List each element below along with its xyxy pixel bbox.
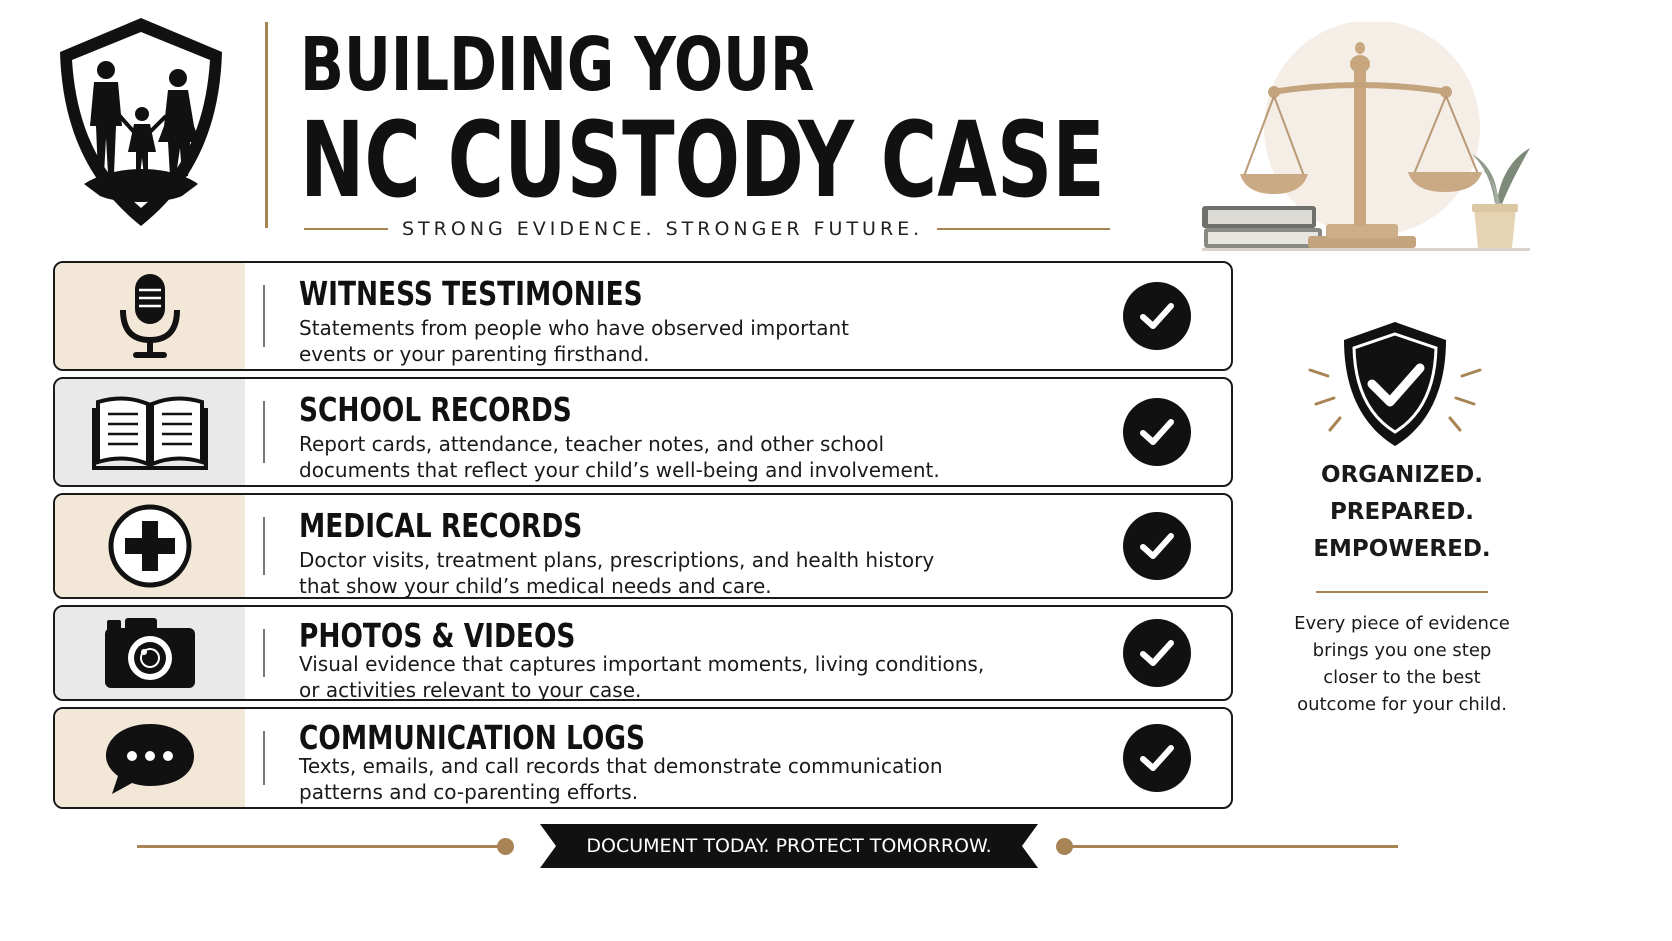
tagline-rule-left <box>304 228 388 230</box>
footer-dot-right <box>1056 838 1073 855</box>
card-separator <box>263 401 265 463</box>
evidence-card-witness-testimonies: WITNESS TESTIMONIES Statements from peop… <box>53 261 1233 371</box>
footer-rule-left <box>137 845 499 848</box>
side-panel-rule <box>1316 591 1488 593</box>
card-separator <box>263 731 265 785</box>
card-title: WITNESS TESTIMONIES <box>299 274 643 313</box>
checkmark-icon <box>1123 282 1191 350</box>
card-separator <box>263 629 265 677</box>
scales-of-justice-icon <box>1202 22 1530 251</box>
card-separator <box>263 285 265 347</box>
card-description: Statements from people who have observed… <box>299 316 850 366</box>
footer-banner-ribbon <box>540 824 1038 868</box>
motto-prepared: PREPARED. <box>1329 499 1475 525</box>
closing-note: Every piece of evidence brings you one s… <box>1294 613 1510 715</box>
microphone-icon <box>120 274 180 358</box>
card-icon-panel <box>55 709 245 807</box>
card-description: Report cards, attendance, teacher notes,… <box>299 432 940 482</box>
checkmark-icon <box>1123 619 1191 687</box>
footer-dot-left <box>497 838 514 855</box>
footer-rule-right <box>1072 845 1398 848</box>
page-title-line-1: BUILDING YOUR <box>300 22 815 108</box>
motto-empowered: EMPOWERED. <box>1313 536 1491 562</box>
card-icon-panel <box>55 495 245 597</box>
tagline-rule-right <box>937 228 1110 230</box>
evidence-card-photos-videos: PHOTOS & VIDEOS Visual evidence that cap… <box>53 605 1233 701</box>
checkmark-icon <box>1123 398 1191 466</box>
card-title: MEDICAL RECORDS <box>299 506 583 545</box>
card-title: COMMUNICATION LOGS <box>299 718 646 757</box>
evidence-card-medical-records: MEDICAL RECORDS Doctor visits, treatment… <box>53 493 1233 599</box>
card-separator <box>263 517 265 575</box>
card-icon-panel <box>55 263 245 369</box>
card-description: Visual evidence that captures important … <box>299 652 985 701</box>
open-book-icon <box>92 396 208 470</box>
card-title: SCHOOL RECORDS <box>299 390 572 429</box>
card-description: Texts, emails, and call records that dem… <box>299 754 943 804</box>
checkmark-icon <box>1123 512 1191 580</box>
card-icon-panel <box>55 379 245 485</box>
card-description: Doctor visits, treatment plans, prescrip… <box>299 548 935 598</box>
page-title-line-2: NC CUSTODY CASE <box>300 99 1105 221</box>
footer-banner-text: DOCUMENT TODAY. PROTECT TOMORROW. <box>586 835 992 857</box>
evidence-card-school-records: SCHOOL RECORDS Report cards, attendance,… <box>53 377 1233 487</box>
header-divider <box>265 22 268 228</box>
tagline: STRONG EVIDENCE. STRONGER FUTURE. <box>402 218 924 240</box>
speech-bubble-icon <box>106 724 194 794</box>
card-icon-panel <box>55 607 245 699</box>
checkmark-shield-icon <box>1308 322 1482 446</box>
family-shield-logo-icon <box>60 18 222 226</box>
evidence-card-communication-logs: COMMUNICATION LOGS Texts, emails, and ca… <box>53 707 1233 809</box>
tagline-row: STRONG EVIDENCE. STRONGER FUTURE. <box>304 214 1110 244</box>
camera-icon <box>105 618 195 688</box>
medical-cross-icon <box>108 504 192 588</box>
card-title: PHOTOS & VIDEOS <box>299 616 576 655</box>
checkmark-icon <box>1123 724 1191 792</box>
motto-organized: ORGANIZED. <box>1321 462 1483 488</box>
